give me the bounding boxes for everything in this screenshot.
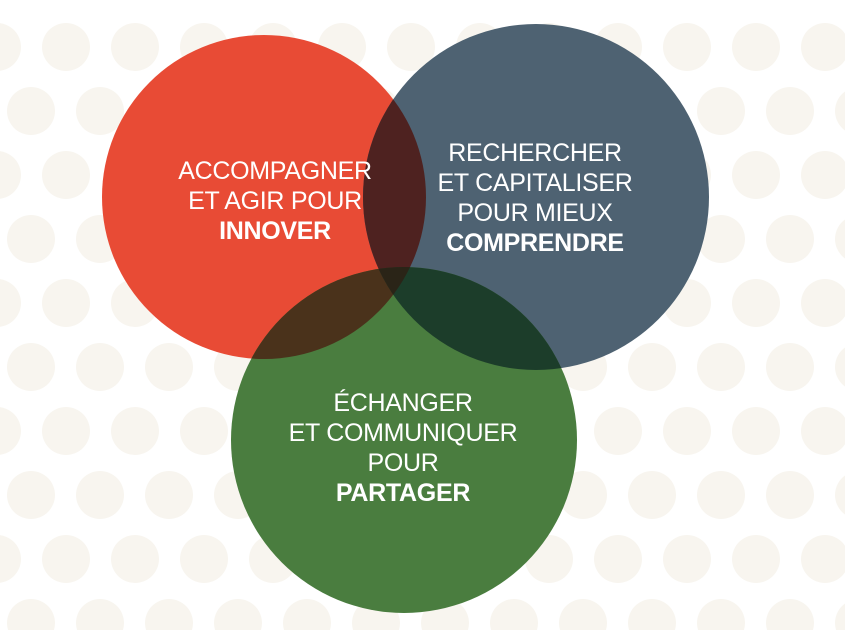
background-dot	[766, 215, 814, 263]
background-dot	[835, 603, 845, 630]
label-emphasis: INNOVER	[219, 217, 331, 245]
label-line: ACCOMPAGNER	[178, 157, 372, 185]
background-dot	[490, 599, 538, 630]
label-line: POUR	[367, 449, 439, 477]
background-dot	[76, 599, 124, 630]
background-dot	[145, 343, 193, 391]
background-dot	[0, 535, 21, 583]
circle-label-partager: ÉCHANGER ET COMMUNIQUER POUR PARTAGER	[248, 388, 558, 508]
background-dot	[76, 87, 124, 135]
background-dot	[145, 599, 193, 630]
background-dot	[801, 535, 845, 583]
background-dot	[7, 471, 55, 519]
background-dot	[42, 407, 90, 455]
background-dot	[801, 151, 845, 199]
background-dot	[801, 23, 845, 71]
background-dot	[0, 279, 21, 327]
background-dot	[697, 599, 745, 630]
background-dot	[663, 535, 711, 583]
background-dot	[663, 407, 711, 455]
background-dot	[697, 87, 745, 135]
label-line: ET CAPITALISER	[437, 169, 633, 197]
label-emphasis: COMPRENDRE	[446, 229, 624, 257]
label-line: POUR MIEUX	[457, 199, 613, 227]
background-dot	[283, 599, 331, 630]
background-dot	[663, 23, 711, 71]
background-dot	[42, 535, 90, 583]
background-dot	[697, 343, 745, 391]
background-dot	[76, 343, 124, 391]
background-dot	[732, 535, 780, 583]
background-dot	[628, 599, 676, 630]
background-dot	[835, 475, 845, 515]
label-line: ÉCHANGER	[333, 389, 473, 417]
background-dot	[387, 23, 435, 71]
background-dot	[697, 471, 745, 519]
background-dot	[732, 407, 780, 455]
background-dot	[76, 471, 124, 519]
background-dot	[42, 151, 90, 199]
background-dot	[766, 599, 814, 630]
background-dot	[180, 407, 228, 455]
background-dot	[732, 23, 780, 71]
background-dot	[732, 279, 780, 327]
background-dot	[835, 219, 845, 259]
background-dot	[42, 23, 90, 71]
background-dot	[7, 599, 55, 630]
background-dot	[835, 91, 845, 131]
background-dot	[214, 599, 262, 630]
background-dot	[732, 151, 780, 199]
background-dot	[801, 279, 845, 327]
background-dot	[111, 535, 159, 583]
background-dot	[7, 343, 55, 391]
background-dot	[0, 23, 21, 71]
background-dot	[111, 407, 159, 455]
label-line: RECHERCHER	[448, 139, 622, 167]
overlap-comprendre-partager	[363, 267, 577, 370]
circle-label-comprendre: RECHERCHER ET CAPITALISER POUR MIEUX COM…	[380, 138, 690, 258]
label-line: ET COMMUNIQUER	[288, 419, 518, 447]
background-dot	[766, 343, 814, 391]
circle-label-innover: ACCOMPAGNER ET AGIR POUR INNOVER	[120, 156, 430, 246]
background-dot	[697, 215, 745, 263]
label-emphasis: PARTAGER	[335, 479, 471, 507]
background-dot	[835, 347, 845, 387]
background-dot	[7, 215, 55, 263]
background-dot	[766, 87, 814, 135]
background-dot	[628, 471, 676, 519]
background-dot	[766, 471, 814, 519]
background-dot	[7, 87, 55, 135]
background-dot	[628, 343, 676, 391]
background-dot	[180, 535, 228, 583]
background-dot	[559, 599, 607, 630]
background-dot	[594, 535, 642, 583]
background-dot	[111, 23, 159, 71]
background-dot	[801, 407, 845, 455]
background-dot	[145, 471, 193, 519]
label-line: ET AGIR POUR	[188, 187, 362, 215]
background-dot	[0, 151, 21, 199]
background-dot	[0, 407, 21, 455]
background-dot	[42, 279, 90, 327]
background-dot	[594, 407, 642, 455]
